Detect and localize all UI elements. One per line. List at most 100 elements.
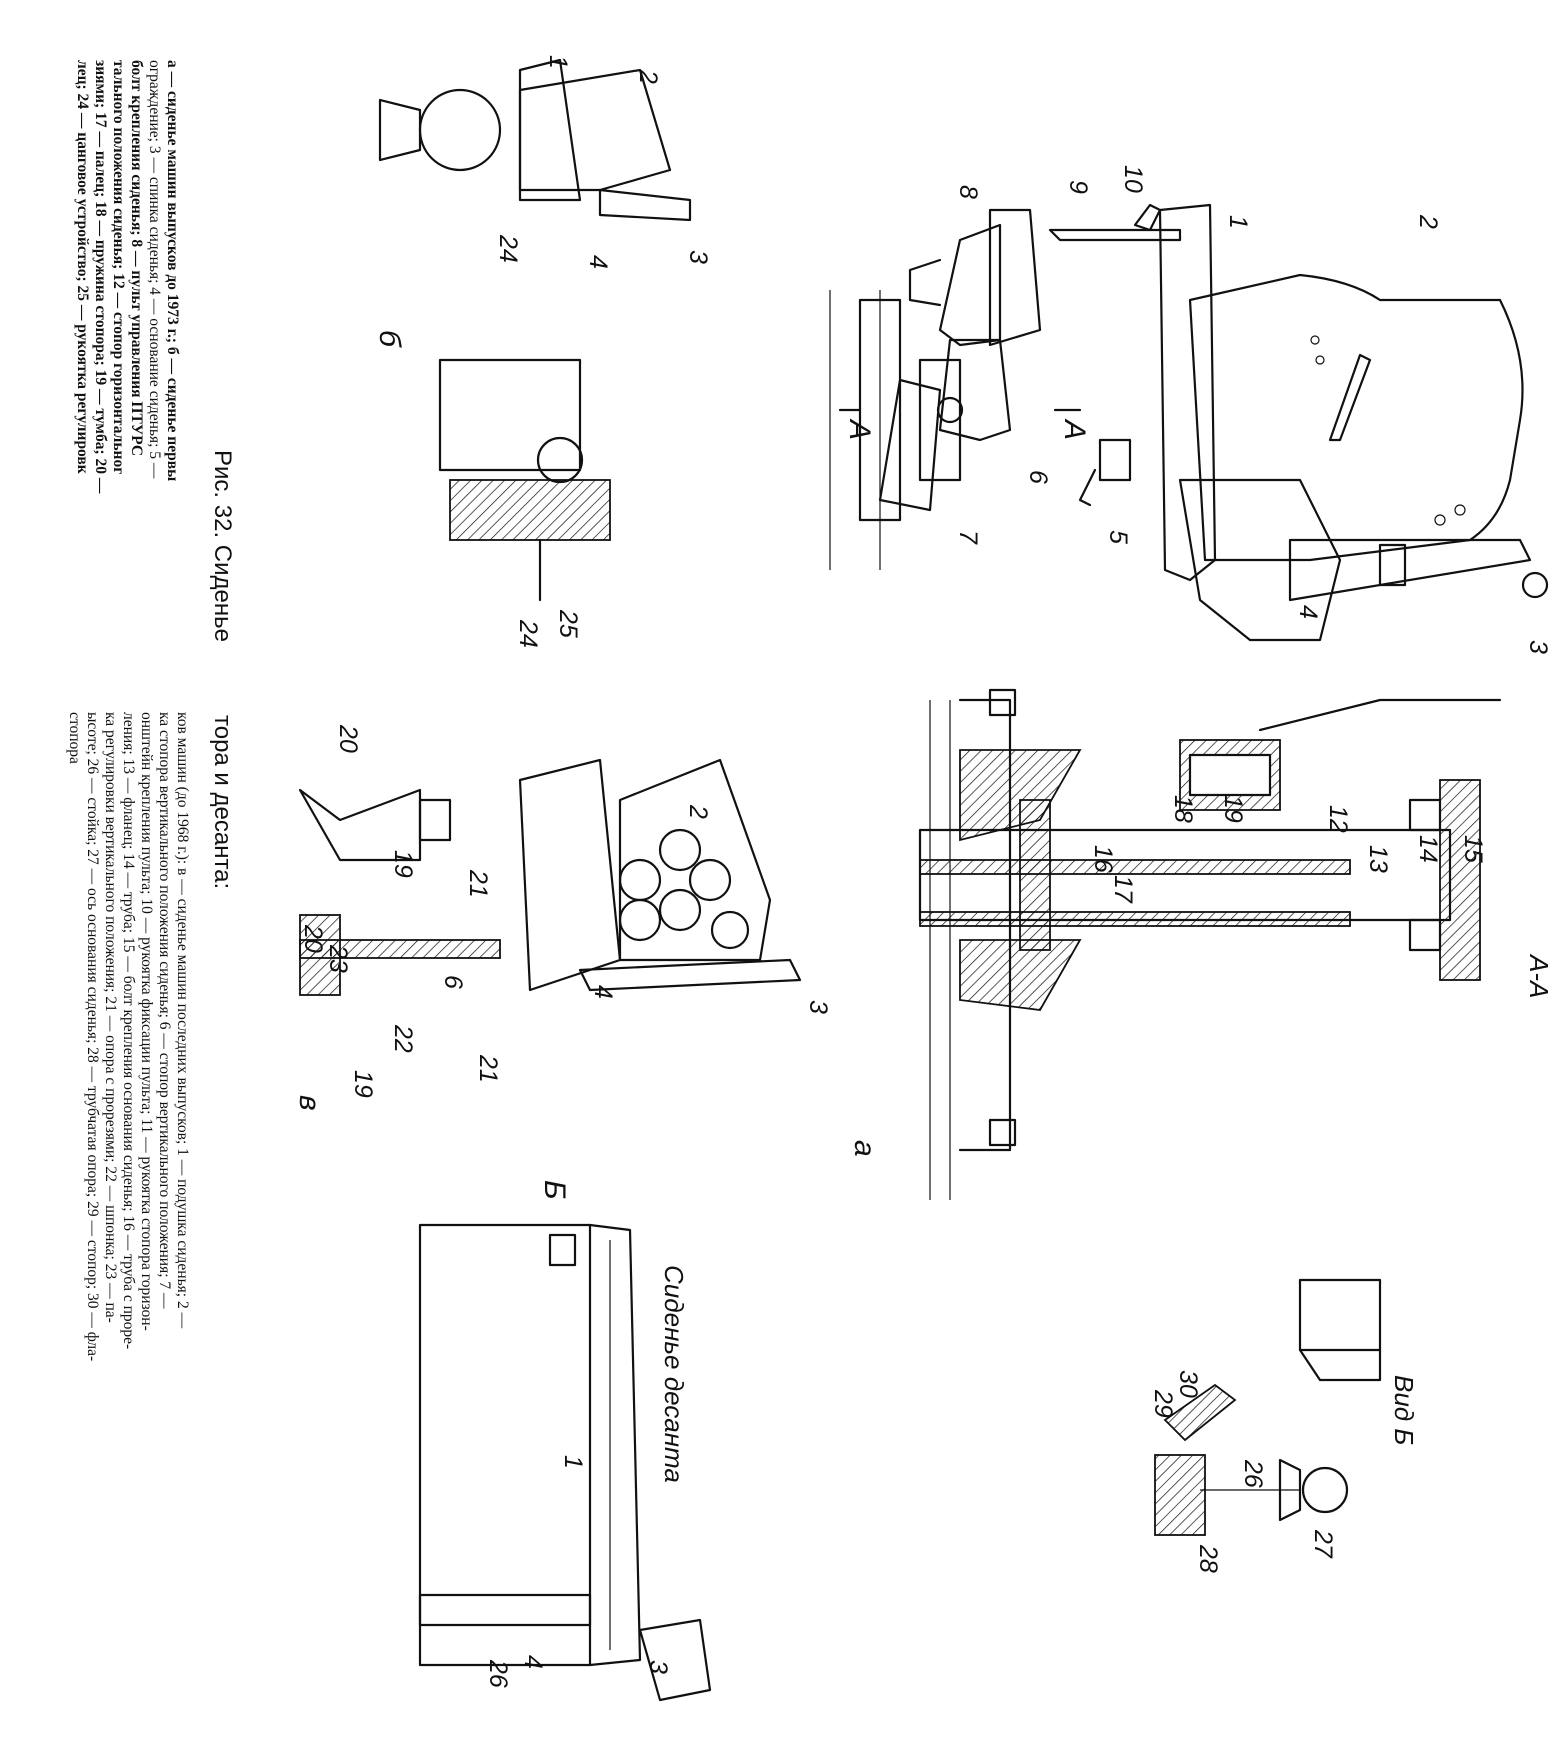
section-mark-a-right: А (1058, 418, 1091, 440)
callout-16: 16 (1089, 845, 1117, 873)
callout-9: 9 (1064, 180, 1092, 194)
seat-base (1178, 478, 1342, 642)
tubular-support (1154, 1454, 1206, 1536)
floor-mount (858, 298, 902, 522)
mount-bracket (958, 698, 1012, 1152)
view-b-label: б (373, 330, 406, 348)
callout-6-v: 6 (439, 975, 467, 989)
caption-right-line-2: ка стопора вертикального положения сиден… (156, 712, 173, 1309)
callout-14: 14 (1414, 835, 1442, 863)
collet-section (449, 479, 611, 541)
hole (618, 898, 662, 942)
callout-1-b: 1 (544, 55, 572, 69)
callout-10: 10 (1119, 165, 1147, 193)
caption-right-line-7: стопора (66, 712, 83, 764)
callout-19-aa: 19 (1219, 795, 1247, 823)
callout-28: 28 (1194, 1544, 1222, 1573)
callout-2-b: 2 (634, 69, 662, 84)
stopper-29 (1163, 1383, 1237, 1442)
rivet (1310, 335, 1320, 345)
callout-20-vs: 20 (299, 924, 327, 953)
callout-30: 30 (1174, 1370, 1202, 1398)
caption-right-line-3: онштейн крепления пульта; 10 — рукоятка … (138, 712, 155, 1331)
landing-seat-title: Сиденье десанта (659, 1265, 689, 1483)
callout-19-v: 19 (389, 850, 417, 878)
caption-left-line-2: ограждение; 3 — спинка сиденья; 4 — осно… (146, 60, 163, 479)
callout-8: 8 (954, 185, 982, 199)
seat-back (578, 958, 802, 992)
callout-26-landing: 26 (484, 1659, 512, 1688)
tube-outline (918, 828, 1452, 922)
seat-frame (418, 1223, 592, 1667)
back-bracket (1378, 543, 1407, 587)
caption-left-line-6: лец; 24 — цанговое устройство; 25 — руко… (74, 60, 91, 474)
callout-5: 5 (1104, 530, 1132, 544)
flange-lower (959, 939, 1082, 1011)
flange (299, 914, 341, 996)
section-aa-drawing (918, 688, 1502, 1200)
callout-29: 29 (1149, 1389, 1177, 1418)
callout-1: 1 (1224, 215, 1252, 229)
section-aa-title: А-А (1524, 953, 1554, 998)
pin (1019, 799, 1051, 951)
seat-a-drawing (829, 203, 1549, 642)
figure-title-left: Рис. 32. Сиденьe (209, 450, 236, 642)
fixing-handle (1133, 203, 1162, 232)
seat-cushion (1158, 203, 1217, 582)
callout-4-b: 4 (584, 255, 612, 269)
support (418, 798, 452, 842)
bracket (548, 1233, 577, 1267)
view-a-label: а (848, 1140, 881, 1157)
callout-26-vb: 26 (1239, 1459, 1267, 1488)
callout-21-v: 21 (464, 869, 492, 898)
console-bracket (1048, 228, 1182, 242)
callout-4-v: 4 (589, 985, 617, 999)
caption-right-line-6: ысоте; 26 — стойка; 27 — ось основания с… (84, 712, 101, 1361)
callout-24-b: 24 (494, 234, 522, 263)
seat-back (638, 1618, 712, 1702)
post-26 (1278, 1458, 1302, 1522)
stopper-lever (1258, 698, 1502, 732)
hole (710, 910, 750, 950)
landing-seat-drawing (418, 1223, 712, 1702)
tube-wall-bottom (919, 911, 1351, 927)
callout-13: 13 (1364, 845, 1392, 873)
tube-wall-top (919, 859, 1351, 875)
callout-4: 4 (1294, 605, 1322, 619)
callout-25: 25 (554, 609, 582, 638)
mount-bolt (988, 1118, 1017, 1147)
callout-18: 18 (1169, 795, 1197, 823)
seat-cushion (518, 58, 582, 202)
post-upper (1298, 1278, 1382, 1352)
rivet (1315, 355, 1325, 365)
console-knob (908, 258, 942, 307)
callout-12: 12 (1324, 805, 1352, 833)
callout-3: 3 (1524, 640, 1552, 654)
seat-back (598, 188, 692, 222)
view-b-title: Вид Б (1389, 1375, 1419, 1445)
callout-2-v: 2 (684, 804, 712, 819)
caption-right-line-4: ления; 13 — фланец; 14 — труба; 15 — бол… (120, 712, 137, 1349)
callout-22: 22 (389, 1024, 417, 1053)
hole (658, 828, 702, 872)
hole (618, 858, 662, 902)
post-joint (1298, 1348, 1382, 1382)
callout-23: 23 (324, 944, 352, 973)
callout-3-landing: 3 (644, 1660, 672, 1674)
rivet (1454, 504, 1466, 516)
caption-right-line-5: ка регулировки вертикального положения; … (102, 712, 119, 1323)
handle-knob (536, 436, 584, 484)
view-b-drawing (1154, 1278, 1382, 1536)
pedestal (378, 98, 422, 162)
bolt (1408, 798, 1442, 832)
guard-slot (1328, 353, 1372, 442)
console-body (938, 223, 1002, 347)
callout-7: 7 (954, 530, 982, 545)
stopper-spring (1188, 753, 1272, 797)
caption-left-line-3: болт крепления сиденья; 8 — пульт управл… (128, 60, 145, 456)
pedestal-top (938, 338, 1012, 442)
post-26 (418, 1593, 592, 1627)
pedestal-flange (878, 378, 942, 512)
figure-title-right: тора и десанта: (209, 715, 236, 889)
